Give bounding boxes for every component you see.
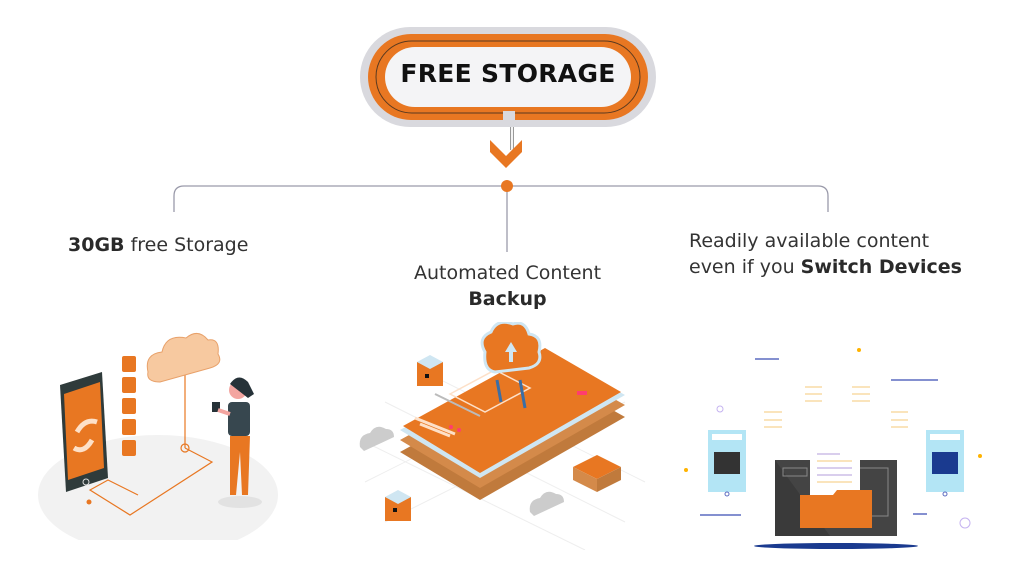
server-box [573,455,621,492]
video-app-icon [122,419,136,435]
music-app-icon [122,377,136,393]
feature-storage-text: free Storage [124,234,249,256]
free-storage-badge: FREE STORAGE [358,25,658,133]
feature-devices-label: Readily available content even if you Sw… [689,228,962,280]
laptop-device [754,450,918,549]
folder-icon [932,452,958,474]
feature-devices-text: Readily available content [689,230,930,252]
document-sheet [810,450,860,495]
connector-node-dot [501,180,513,192]
folder-icon [714,452,740,474]
cloud-icon [146,333,221,383]
gray-cloud-icon [359,426,394,451]
cable-node [180,443,190,453]
circuit-line [88,447,214,516]
phone-screen [403,348,621,473]
connector-left-branch [173,185,507,212]
woman-figure [212,377,262,508]
left-phone-device [708,430,746,497]
phone-icon [60,372,108,492]
mail-app-icon [122,356,136,372]
feature-storage-label: 30GB free Storage [68,232,248,258]
cube-bottom-left [385,490,411,521]
feature-storage-bold: 30GB [68,234,125,256]
pill-shape [360,27,656,127]
feature-backup-text: Automated Content [413,262,602,284]
feature-devices-text-2: even if you [689,256,801,278]
laptop-folder-devices-illustration [684,348,982,549]
isometric-phone-cloud-upload-illustration [359,322,646,550]
document-lines [764,386,908,428]
phone-cloud-woman-illustration [38,333,278,540]
sync-arrow-icon [74,418,98,434]
upload-arrow-icon [505,342,517,362]
app-icons-column [122,356,136,456]
folder-icon [800,490,872,528]
screen-frame [448,369,532,413]
connector-right-branch [507,185,829,212]
feature-backup-bold: Backup [468,288,547,310]
chevron-down-icon [490,140,522,168]
contact-app-icon [122,440,136,456]
photo-app-icon [122,398,136,414]
page-title: FREE STORAGE [400,59,616,88]
cube-top-left [417,355,443,386]
gray-cloud-icon [529,491,564,516]
right-phone-device [926,430,964,497]
feature-devices-bold: Switch Devices [800,256,962,278]
feature-backup-label: Automated Content Backup [380,260,635,312]
